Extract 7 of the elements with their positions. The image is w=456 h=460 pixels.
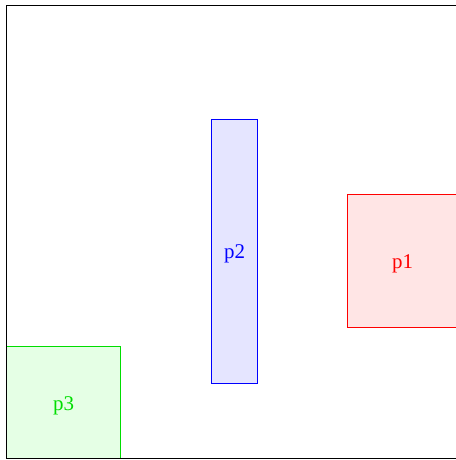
- outer-frame: [6, 5, 456, 459]
- square-panel: [347, 194, 456, 328]
- tall-rectangle: [211, 119, 258, 384]
- rectangle-label: p1: [392, 250, 413, 272]
- rectangle-label: p2: [224, 241, 245, 262]
- rectangle-label: p3: [53, 392, 74, 414]
- square-panel: [7, 346, 121, 458]
